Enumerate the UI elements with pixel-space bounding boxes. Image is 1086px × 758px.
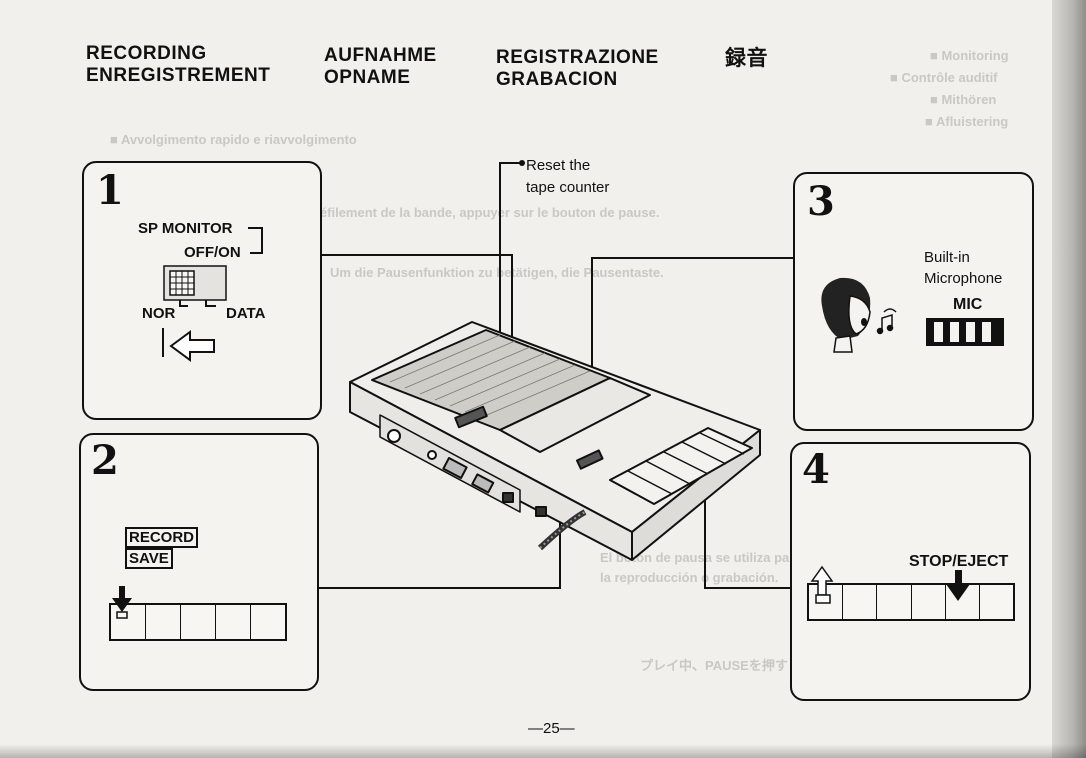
record-key [111,605,146,639]
step-2-number: 2 [91,437,119,484]
heading-enregistrement: ENREGISTREMENT [86,65,271,86]
step-2-keyrow [109,603,287,641]
sp-monitor-label: SP MONITOR [138,220,233,237]
save-label: SAVE [125,548,173,569]
key [216,605,251,639]
step-3-number: 3 [807,178,835,225]
heading-opname: OPNAME [324,67,411,88]
reset-callout-line2: tape counter [526,179,610,196]
key [946,585,980,619]
step-1-number: 1 [96,167,124,214]
mic-grille [926,318,1004,346]
stop-eject-key [912,585,946,619]
page-number: —25— [528,720,575,737]
music-note-icon [876,308,897,335]
reset-callout-dot [519,160,525,166]
heading-aufnahme: AUFNAHME [324,45,437,66]
step-2-panel: 2 RECORD SAVE [79,433,319,691]
left-arrow-icon [169,330,215,362]
switch-knob-grid [170,271,194,295]
leader-step2 [319,490,561,589]
reset-callout-line1: Reset the [526,157,591,174]
off-on-label: OFF/ON [184,244,241,261]
book-spine [1052,0,1086,758]
data-label: DATA [226,305,266,322]
step-4-keyrow [807,583,1015,621]
cassette-recorder-illustration [349,321,761,561]
sp-monitor-bracket [248,227,263,254]
heading-registrazione: REGISTRAZIONE [496,47,659,68]
heading-recording: RECORDING [86,43,207,64]
key [181,605,216,639]
key [146,605,181,639]
step-4-number: 4 [802,446,830,493]
down-arrow-icon [112,586,132,619]
key [809,585,844,619]
singing-face-icon [821,277,871,353]
heading-grabacion: GRABACION [496,69,618,90]
built-in-label: Built-in [924,249,970,266]
down-arrow-icon [946,570,970,601]
step-4-panel: 4 STOP/EJECT [790,442,1031,701]
microphone-label: Microphone [924,270,1003,287]
page-shadow [0,744,1086,758]
mic-label: MIC [953,296,983,313]
step-1-panel: 1 SP MONITOR OFF/ON NOR DATA [82,161,322,420]
nor-data-brackets [179,300,216,307]
stop-eject-label: STOP/EJECT [909,553,1009,570]
key [877,585,912,619]
heading-japanese: 録音 [725,46,768,70]
key [843,585,878,619]
record-label: RECORD [125,527,199,548]
up-arrow-icon [810,565,834,604]
nor-label: NOR [142,305,176,322]
